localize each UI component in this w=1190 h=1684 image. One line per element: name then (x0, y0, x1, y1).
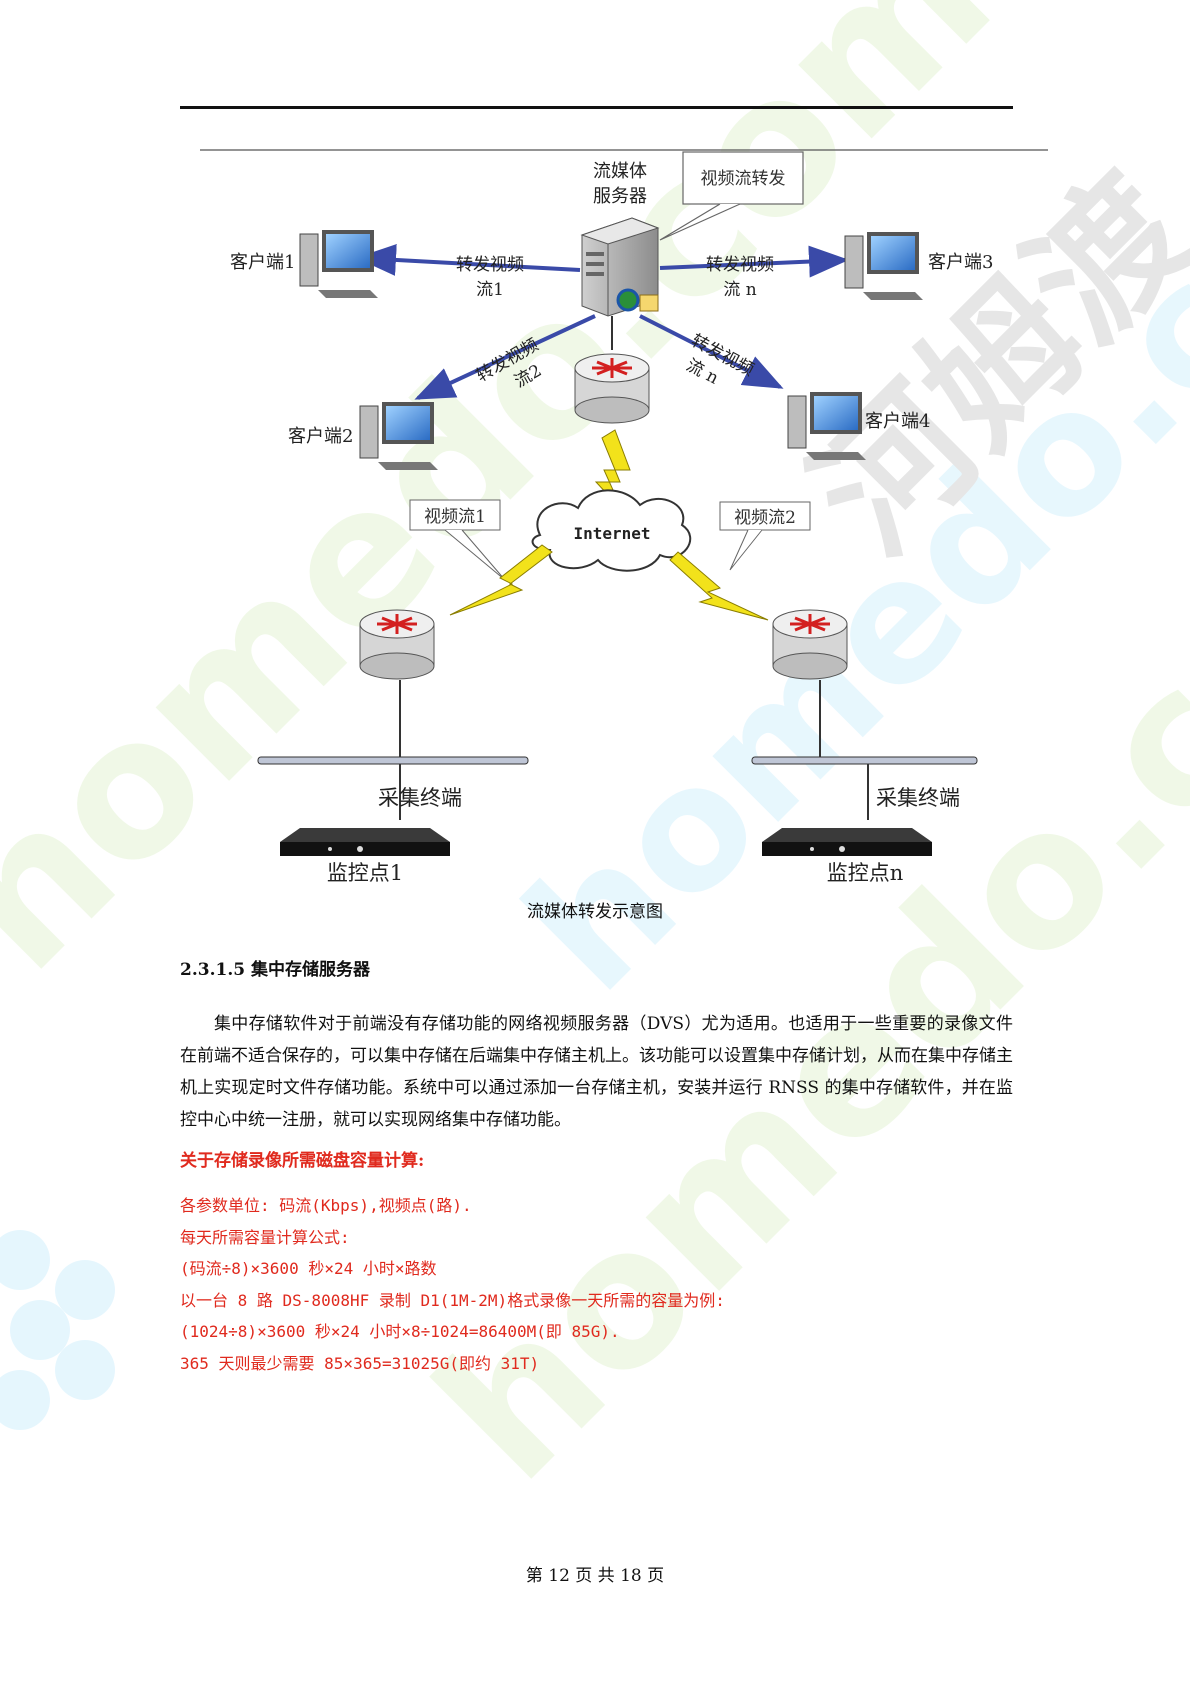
page-footer: 第 12 页 共 18 页 (525, 1566, 665, 1586)
dvr-left-icon (280, 828, 450, 856)
server-label-line2: 服务器 (593, 186, 647, 207)
arrow3-label-line2: 流 n (723, 280, 756, 300)
arrow1-label-line2: 流1 (476, 280, 504, 300)
router-left-icon (359, 609, 435, 680)
streaming-diagram: 视频流转发 流媒体 服务器 转发视频 流1 转发视频 流 n 转发视频 流2 转… (200, 149, 1048, 885)
calc-line: 以一台 8 路 DS-8008HF 录制 D1(1M-2M)格式录像一天所需的容… (180, 1290, 725, 1310)
server-label-line1: 流媒体 (593, 161, 647, 182)
calc-line: (1024÷8)×3600 秒×24 小时×8÷1024=86400M(即 85… (180, 1322, 620, 1341)
calc-line: 365 天则最少需要 85×365=31025G(即约 31T) (180, 1353, 540, 1373)
lightning-left (449, 544, 553, 616)
monitor-right-label: 监控点n (827, 861, 904, 885)
router-right-icon (772, 609, 848, 680)
arrow1-label-line1: 转发视频 (456, 255, 524, 275)
bus-left (257, 756, 529, 765)
dvr-right-icon (762, 828, 932, 856)
arrow3-label-line1: 转发视频 (706, 255, 774, 275)
section-heading: 2.3.1.5 集中存储服务器 (180, 960, 370, 980)
watermark-flower-icon (0, 1230, 115, 1430)
calc-block: 各参数单位: 码流(Kbps),视频点(路). 每天所需容量计算公式: (码流÷… (180, 1190, 725, 1379)
callout-forward: 视频流转发 (659, 151, 804, 241)
internet-cloud-icon: Internet (531, 489, 692, 572)
body-paragraph: 集中存储软件对于前端没有存储功能的网络视频服务器（DVS）尤为适用。也适用于一些… (180, 1014, 1013, 1130)
calc-line: 每天所需容量计算公式: (180, 1227, 350, 1247)
callout-stream1-text: 视频流1 (424, 507, 486, 527)
monitor-left-label: 监控点1 (327, 861, 403, 885)
client2-label: 客户端2 (288, 426, 353, 447)
client4-label: 客户端4 (865, 411, 930, 432)
client3-label: 客户端3 (928, 252, 993, 273)
callout-stream1: 视频流1 (409, 499, 506, 581)
calc-heading: 关于存储录像所需磁盘容量计算: (180, 1151, 425, 1171)
terminal-right-label: 采集终端 (876, 786, 960, 810)
router-top-icon (574, 353, 650, 424)
header-rule (180, 106, 1013, 109)
client3-computer-icon (844, 232, 923, 300)
calc-line: 各参数单位: 码流(Kbps),视频点(路). (180, 1196, 472, 1215)
arrow-client1 (356, 243, 581, 276)
callout-stream2: 视频流2 (719, 501, 811, 571)
client1-label: 客户端1 (230, 252, 295, 273)
arrow-client2 (414, 314, 596, 400)
arrow-client3 (659, 245, 849, 278)
bus-right (751, 756, 978, 765)
server-icon (580, 217, 660, 317)
arrow-client4 (639, 314, 784, 389)
client4-computer-icon (787, 392, 866, 460)
callout-stream2-text: 视频流2 (734, 508, 796, 528)
lightning-right (669, 551, 769, 621)
callout-forward-text: 视频流转发 (701, 169, 786, 189)
client1-computer-icon (299, 230, 378, 298)
client2-computer-icon (359, 402, 438, 470)
terminal-left-label: 采集终端 (378, 786, 462, 810)
calc-line: (码流÷8)×3600 秒×24 小时×路数 (180, 1259, 437, 1278)
internet-label: Internet (573, 524, 650, 543)
figure-caption: 流媒体转发示意图 (527, 902, 663, 922)
